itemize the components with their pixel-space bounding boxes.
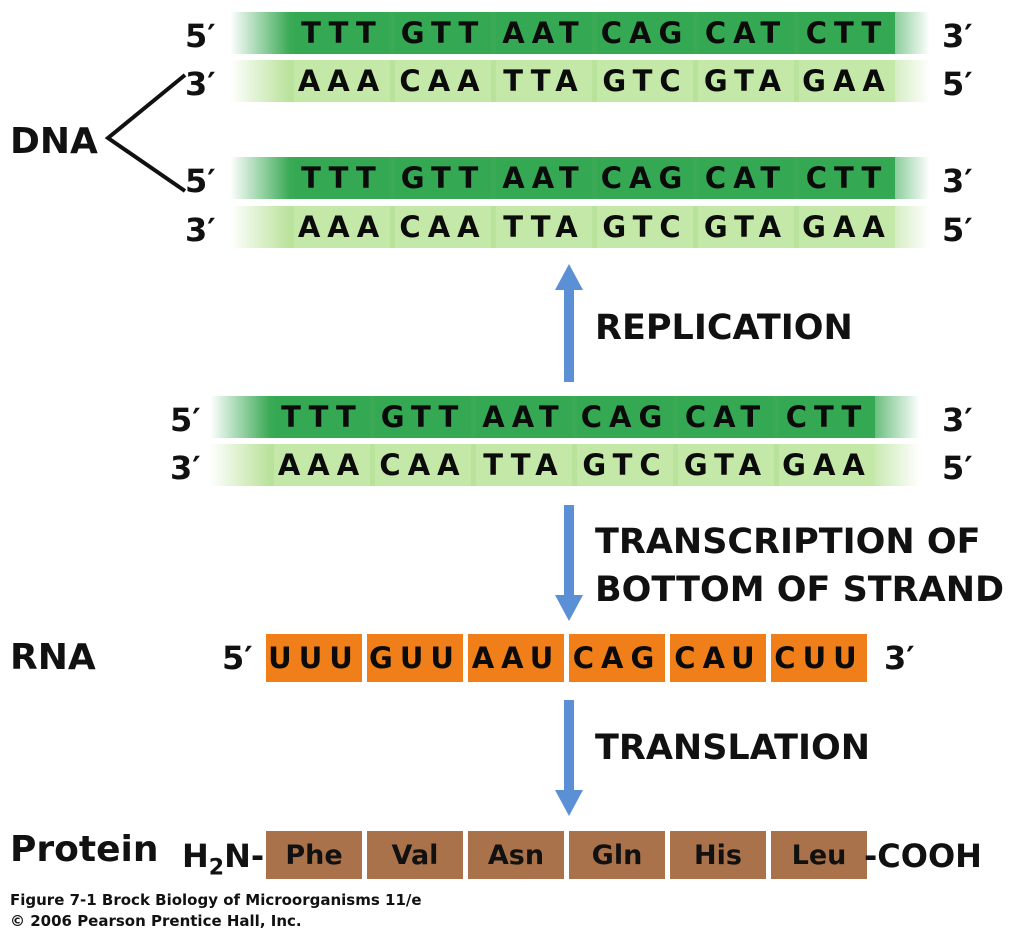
dna1-bottom-3-end: 3′: [185, 65, 216, 103]
c-terminus: -COOH: [864, 837, 982, 875]
amino-acid: His: [670, 831, 766, 879]
dna-codon: GTA: [698, 60, 794, 102]
dna2-top-5-end: 5′: [185, 162, 216, 200]
parent-bottom-strand: AAA CAA TTA GTC GTA GAA: [210, 444, 920, 486]
amino-acid: Gln: [569, 831, 665, 879]
dna-codon: GTA: [678, 444, 774, 486]
dna-codon: TTA: [496, 60, 592, 102]
dna-codon: TTT: [274, 396, 370, 438]
protein-label: Protein: [10, 829, 159, 870]
dna-codon: GTC: [597, 60, 693, 102]
transcription-arrow: [555, 505, 583, 621]
amino-acid: Val: [367, 831, 463, 879]
dna-codon: GTT: [395, 12, 491, 54]
dna-codon: AAA: [274, 444, 370, 486]
dna-codon: GTC: [577, 444, 673, 486]
n-terminus: H2N-: [182, 836, 264, 888]
dna-codon: CAA: [395, 206, 491, 248]
parent-top-strand: TTT GTT AAT CAG CAT CTT: [210, 396, 920, 438]
dna-codon: GAA: [779, 444, 875, 486]
parent-top-5-end: 5′: [170, 401, 201, 439]
dna-codon: GTT: [375, 396, 471, 438]
rna-codon: CUU: [771, 634, 867, 682]
dna-codon: TTT: [294, 157, 390, 199]
dna-codon: AAT: [496, 12, 592, 54]
replication-label: REPLICATION: [595, 308, 853, 348]
translation-label: TRANSLATION: [595, 728, 871, 768]
figure-caption-line1: Figure 7-1 Brock Biology of Microorganis…: [10, 891, 422, 909]
dna2-bottom-3-end: 3′: [185, 211, 216, 249]
dna1-top-strand: TTT GTT AAT CAG CAT CTT: [230, 12, 930, 54]
transcription-label-line1: TRANSCRIPTION OF: [595, 522, 981, 562]
dna-codon: CAG: [597, 12, 693, 54]
dna-label: DNA: [10, 121, 98, 162]
n-terminus-h: H: [182, 837, 209, 875]
dna-codon: GTT: [395, 157, 491, 199]
dna-codon: GTA: [698, 206, 794, 248]
parent-bottom-5-end: 5′: [942, 449, 973, 487]
rna-codon: CAU: [670, 634, 766, 682]
dna1-top-3-end: 3′: [942, 17, 973, 55]
dna-codon: CTT: [799, 12, 895, 54]
n-terminus-subscript: 2: [208, 855, 225, 881]
figure-caption-line2: © 2006 Pearson Prentice Hall, Inc.: [10, 912, 302, 930]
dna-codon: TTT: [294, 12, 390, 54]
rna-5-end: 5′: [222, 639, 253, 677]
dna2-top-strand: TTT GTT AAT CAG CAT CTT: [230, 157, 930, 199]
amino-acid: Asn: [468, 831, 564, 879]
dna2-bottom-5-end: 5′: [942, 211, 973, 249]
dna-codon: CAA: [395, 60, 491, 102]
dna-codon: AAA: [294, 60, 390, 102]
dna-codon: AAT: [476, 396, 572, 438]
replication-arrow: [555, 264, 583, 382]
amino-acid: Leu: [771, 831, 867, 879]
dna-codon: CAA: [375, 444, 471, 486]
dna-codon: CTT: [799, 157, 895, 199]
translation-arrow: [555, 700, 583, 816]
dna-codon: CAG: [597, 157, 693, 199]
n-terminus-tail: N-: [224, 837, 265, 875]
amino-acid: Phe: [266, 831, 362, 879]
rna-codon: AAU: [468, 634, 564, 682]
dna-codon: CAG: [577, 396, 673, 438]
dna-codon: AAT: [496, 157, 592, 199]
dna-codon: GAA: [799, 206, 895, 248]
rna-codon: CAG: [569, 634, 665, 682]
dna2-top-3-end: 3′: [942, 162, 973, 200]
dna-codon: CAT: [698, 157, 794, 199]
dna-codon: TTA: [476, 444, 572, 486]
dna-codon: GTC: [597, 206, 693, 248]
dna1-bottom-strand: AAA CAA TTA GTC GTA GAA: [230, 60, 930, 102]
dna-codon: CTT: [779, 396, 875, 438]
transcription-label-line2: BOTTOM OF STRAND: [595, 570, 1005, 610]
dna2-bottom-strand: AAA CAA TTA GTC GTA GAA: [230, 206, 930, 248]
rna-3-end: 3′: [884, 639, 915, 677]
rna-strand: UUU GUU AAU CAG CAU CUU: [266, 634, 867, 682]
parent-bottom-3-end: 3′: [170, 449, 201, 487]
dna-codon: GAA: [799, 60, 895, 102]
dna1-bottom-5-end: 5′: [942, 65, 973, 103]
dna-codon: AAA: [294, 206, 390, 248]
dna-codon: CAT: [678, 396, 774, 438]
dna1-top-5-end: 5′: [185, 17, 216, 55]
dna-codon: CAT: [698, 12, 794, 54]
dna-codon: TTA: [496, 206, 592, 248]
rna-codon: UUU: [266, 634, 362, 682]
protein-chain: Phe Val Asn Gln His Leu: [266, 831, 867, 879]
rna-codon: GUU: [367, 634, 463, 682]
rna-label: RNA: [10, 637, 96, 678]
dna-bracket: [104, 73, 187, 193]
parent-top-3-end: 3′: [942, 401, 973, 439]
